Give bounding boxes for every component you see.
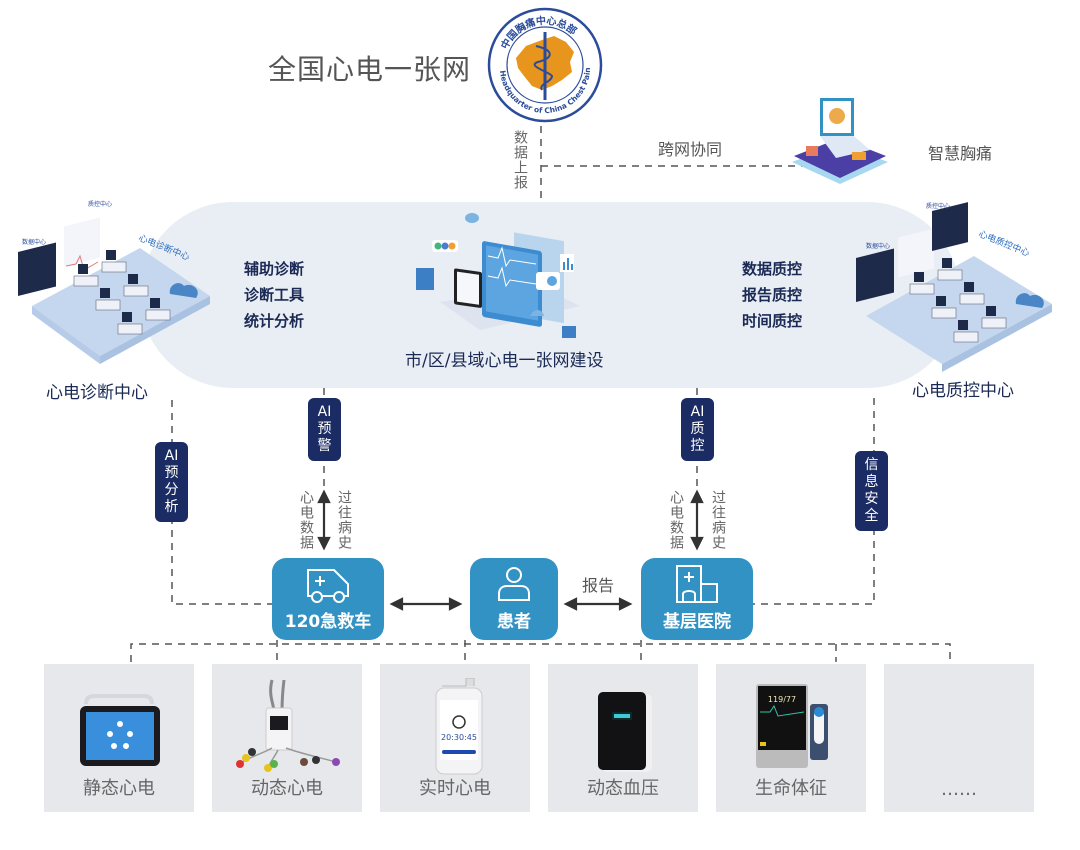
ambulatory-bp-device-icon [548, 678, 698, 776]
history-label-left: 过往病史 [336, 490, 352, 550]
holter-ecg-device-icon [212, 678, 362, 776]
hospital-icon [676, 565, 718, 603]
feature-item: 时间质控 [742, 312, 803, 330]
ambulance-node[interactable]: 120急救车 [272, 558, 384, 640]
qc-features-list: 数据质控 报告质控 时间质控 [742, 256, 802, 334]
diagnosis-center-illustration: 数据中心 质控中心 心电诊断中心 [10, 196, 210, 372]
info-security-badge: 信息安全 [855, 451, 888, 531]
upload-label: 数据上报 [512, 130, 528, 190]
diagnosis-center-label: 心电诊断中心 [46, 383, 148, 403]
patient-label: 患者 [497, 612, 531, 632]
device-card-vital-signs[interactable]: 119/77 生命体征 [716, 664, 866, 812]
laptop-platform-icon [790, 94, 890, 186]
ecg-platform-illustration [410, 206, 600, 342]
device-card-holter-ecg[interactable]: 动态心电 [212, 664, 362, 812]
device-label: 生命体征 [755, 778, 827, 799]
svg-text:心电质控中心: 心电质控中心 [977, 228, 1032, 259]
realtime-ecg-device-icon: 20:30:45 [380, 677, 530, 776]
svg-text:20:30:45: 20:30:45 [441, 733, 477, 742]
ambulance-label: 120急救车 [284, 612, 372, 632]
ecg-data-label-right: 心电数据 [668, 490, 684, 550]
caduceus-map-icon: 中国胸痛中心总部 Headquarter of China Chest Pain… [483, 0, 603, 123]
hospital-label: 基层医院 [663, 612, 731, 632]
person-icon [498, 567, 530, 601]
ecg-data-label-left: 心电数据 [298, 490, 314, 550]
history-label-right: 过往病史 [710, 490, 726, 550]
svg-text:119/77: 119/77 [768, 695, 796, 704]
device-label: 动态心电 [251, 778, 323, 799]
feature-item: 辅助诊断 [244, 260, 305, 278]
svg-text:质控中心: 质控中心 [926, 202, 950, 210]
qc-center-illustration: 数据中心 质控中心 心电质控中心 [856, 196, 1062, 372]
feature-item: 统计分析 [244, 312, 305, 330]
page-title: 全国心电一张网 [268, 53, 472, 86]
svg-text:质控中心: 质控中心 [88, 200, 112, 208]
feature-item: 报告质控 [742, 286, 803, 304]
device-card-resting-ecg[interactable]: 静态心电 [44, 664, 194, 812]
vital-signs-monitor-icon: 119/77 [716, 678, 866, 776]
device-card-more[interactable]: …… [884, 664, 1034, 812]
device-label: 实时心电 [419, 778, 491, 799]
device-bus-line [130, 643, 951, 662]
svg-text:数据中心: 数据中心 [22, 238, 46, 246]
hq-logo: 中国胸痛中心总部 Headquarter of China Chest Pain… [483, 0, 604, 124]
cross-network-label: 跨网协同 [658, 140, 723, 159]
report-label: 报告 [582, 576, 615, 595]
svg-text:数据中心: 数据中心 [866, 242, 890, 250]
hospital-node[interactable]: 基层医院 [641, 558, 753, 640]
patient-node[interactable]: 患者 [470, 558, 558, 640]
device-card-ambulatory-bp[interactable]: 动态血压 [548, 664, 698, 812]
smart-chest-pain-label: 智慧胸痛 [928, 144, 993, 163]
qc-center-label: 心电质控中心 [912, 381, 1014, 401]
device-label: 静态心电 [83, 778, 155, 799]
diag-features-list: 辅助诊断 诊断工具 统计分析 [244, 256, 304, 334]
feature-item: 诊断工具 [244, 286, 305, 304]
ambulance-icon [307, 569, 349, 603]
device-label: …… [941, 779, 977, 800]
resting-ecg-device-icon [44, 678, 194, 776]
feature-item: 数据质控 [742, 260, 803, 278]
regional-network-caption: 市/区/县域心电一张网建设 [405, 351, 604, 371]
device-label: 动态血压 [587, 778, 659, 799]
device-card-realtime-ecg[interactable]: 20:30:45 实时心电 [380, 664, 530, 812]
